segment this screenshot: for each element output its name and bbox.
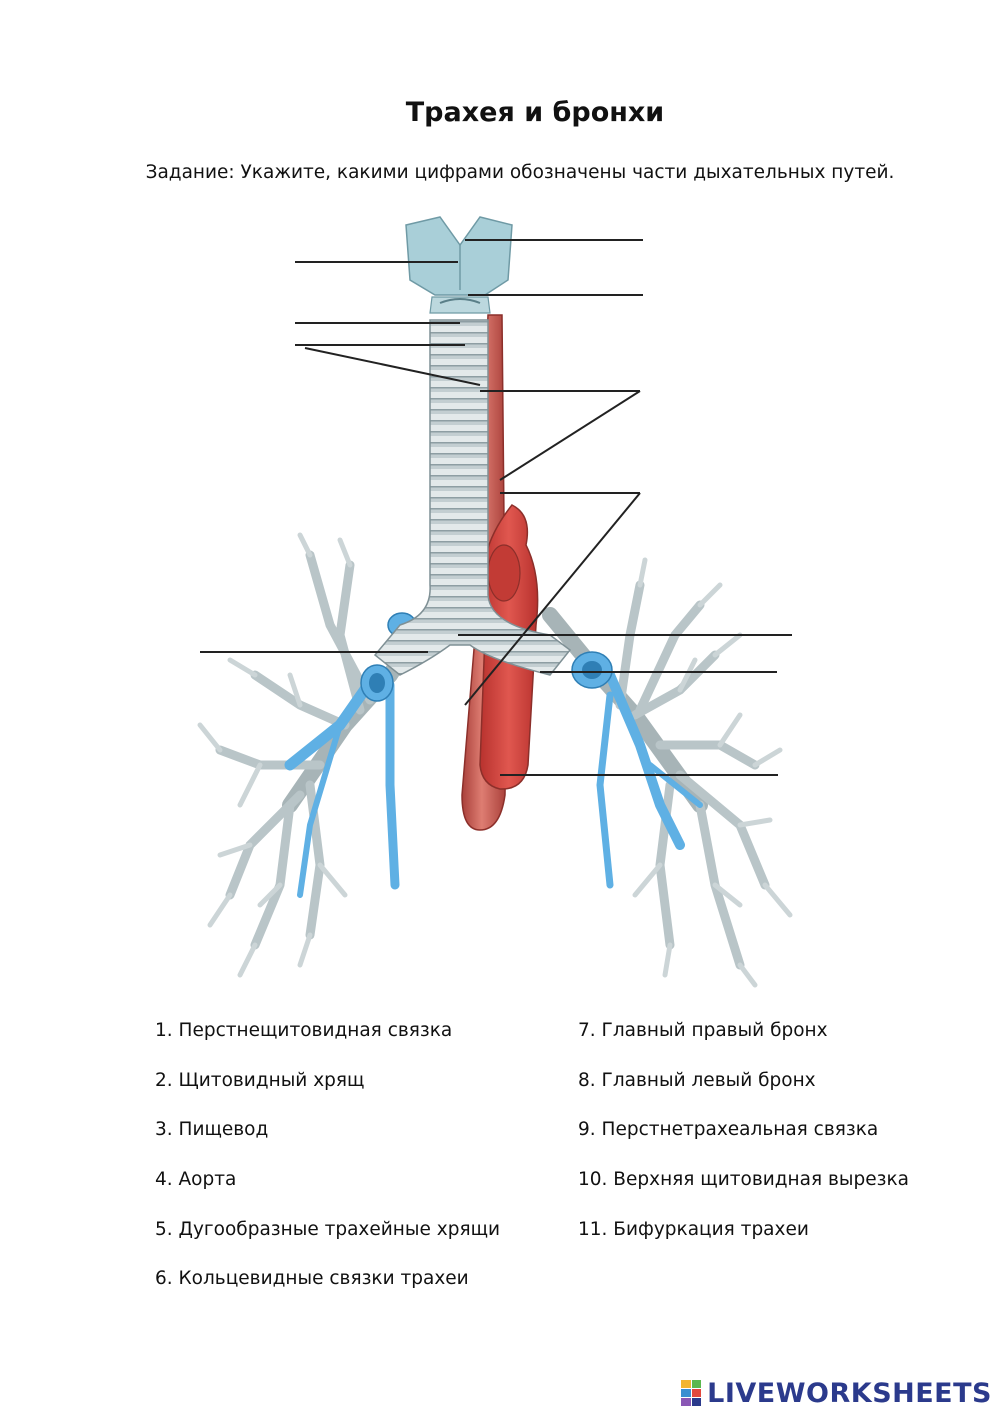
brand-text: LIVEWORKSHEETS: [707, 1377, 992, 1409]
liveworksheets-logo[interactable]: LIVEWORKSHEETS: [681, 1376, 992, 1410]
legend-item: 6. Кольцевидные связки трахеи: [155, 1268, 469, 1290]
anatomy-figure: [140, 205, 860, 995]
legend-item: 1. Перстнещитовидная связка: [155, 1020, 453, 1041]
task-instruction: Задание: Укажите, какими цифрами обознач…: [145, 162, 895, 183]
legend-item: 3. Пищевод: [155, 1119, 269, 1141]
trachea-bronchi-illustration: [197, 216, 793, 988]
legend-item: 11. Бифуркация трахеи: [578, 1218, 809, 1240]
legend-item: 4. Аорта: [155, 1169, 237, 1191]
legend-item: 5. Дугообразные трахейные хрящи: [155, 1218, 501, 1240]
legend-list-left: 1. Перстнещитовидная связка 2. Щитовидны…: [155, 1017, 500, 1315]
liveworksheets-icon: [681, 1380, 702, 1406]
leader-lines: [200, 239, 792, 776]
page-title: Трахея и бронхи: [405, 97, 665, 128]
legend-item: 9. Перстнетрахеальная связка: [578, 1119, 879, 1141]
legend-list-right: 7. Главный правый бронх 8. Главный левый…: [578, 1017, 909, 1265]
legend-item: 7. Главный правый бронх: [578, 1020, 828, 1041]
legend-item: 2. Щитовидный хрящ: [155, 1069, 365, 1091]
thyroid-cartilage: [405, 216, 513, 314]
trachea-shape: [373, 319, 572, 676]
legend-item: 10. Верхняя щитовидная вырезка: [578, 1169, 909, 1191]
legend-item: 8. Главный левый бронх: [578, 1069, 816, 1091]
